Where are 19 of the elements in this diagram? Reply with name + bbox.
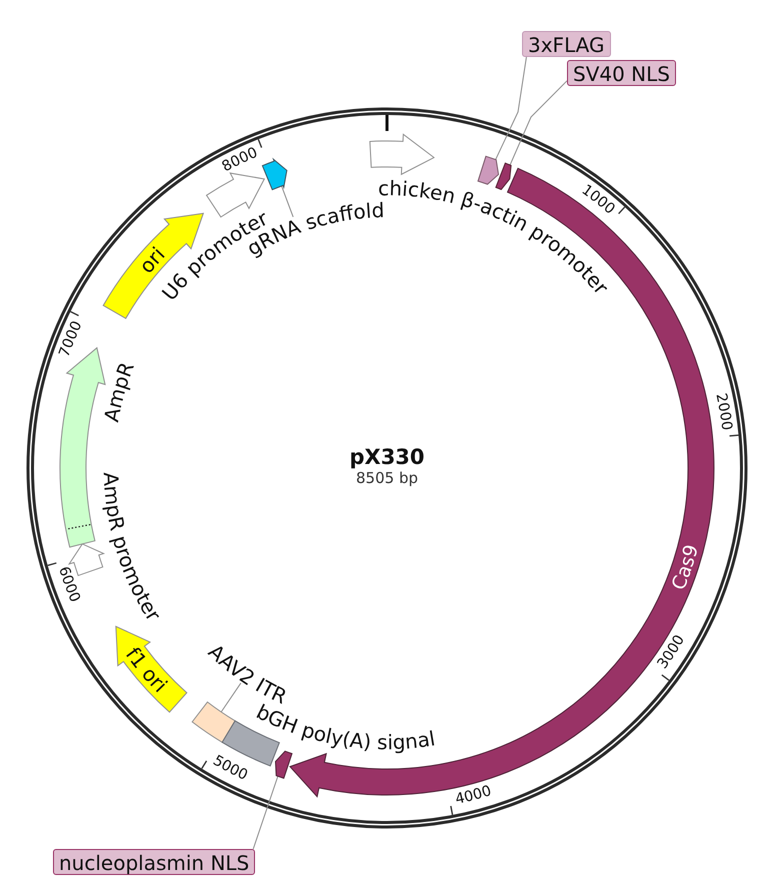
tick-label: 8000: [220, 144, 260, 176]
plasmid-name: pX330: [349, 445, 425, 469]
feature-segment: [262, 158, 288, 190]
tick-label: 4000: [454, 783, 494, 808]
tick-label: 5000: [210, 752, 250, 784]
feature-label: f1 ori: [121, 642, 172, 698]
feature-segment: [495, 162, 512, 190]
feature-segment: [275, 750, 292, 779]
leader-line: [281, 186, 294, 218]
leader-line: [510, 80, 568, 166]
feature-callout: nucleoplasmin NLS: [53, 849, 256, 875]
leader-line: [495, 56, 527, 160]
feature-segment: [478, 156, 499, 185]
leader-line: [220, 682, 242, 712]
feature-callout: 3xFLAG: [522, 31, 610, 57]
feature-block: [192, 702, 236, 743]
plasmid-size: 8505 bp: [356, 470, 418, 487]
leader-line: [252, 776, 278, 850]
feature-callout: SV40 NLS: [567, 60, 676, 86]
